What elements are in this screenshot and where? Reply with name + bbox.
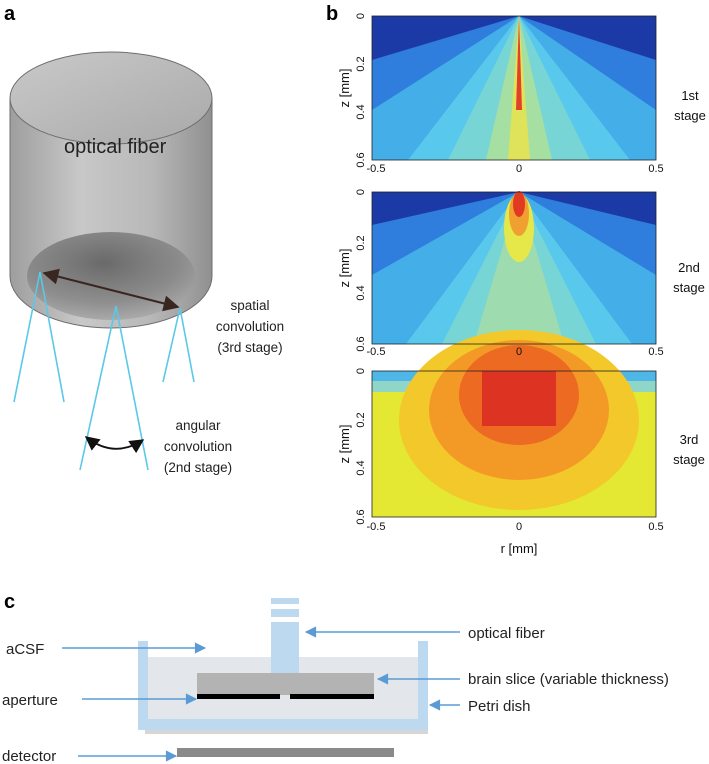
ytick-s1-3: 0.6	[355, 152, 367, 167]
xtick-s3-2: 0.5	[648, 521, 663, 533]
petri-dish-shadow	[145, 730, 428, 734]
brain-slice-label: brain slice (variable thickness)	[468, 671, 669, 688]
stage-1-line-1: 1st	[681, 88, 699, 103]
detector-label: detector	[2, 748, 56, 764]
svg-text:spatial: spatial	[230, 298, 269, 313]
xtick-s3-0: -0.5	[367, 521, 386, 533]
panel-c-labels: aCSF aperture detector optical fiber bra…	[2, 625, 669, 764]
svg-text:(3rd stage): (3rd stage)	[217, 340, 282, 355]
angular-convolution-arrow	[84, 436, 145, 454]
ytick-s1-0: 0	[355, 13, 367, 19]
ytick-s2-2: 0.4	[355, 285, 367, 300]
ytick-s1-1: 0.2	[355, 56, 367, 71]
brain-slice	[197, 673, 374, 695]
panel-a-letter: a	[4, 3, 16, 25]
x-ticks: -0.5 0 0.5 -0.5 0 0.5 -0.5 0 0.5	[367, 163, 664, 533]
fiber-label: optical fiber	[64, 136, 167, 158]
petri-dish-left-wall	[138, 641, 148, 730]
heatmap-s2-red	[513, 191, 525, 217]
ylabel-stage-3: z [mm]	[337, 425, 352, 464]
panel-a: a optical fiber spatial convolution (3rd…	[4, 3, 284, 475]
stage-1-line-2: stage	[674, 108, 706, 123]
acsf-label: aCSF	[6, 641, 44, 658]
ytick-s2-0: 0	[355, 189, 367, 195]
spatial-convolution-arrow	[42, 268, 180, 312]
spatial-convolution-label: spatial convolution (3rd stage)	[216, 298, 284, 355]
svg-text:convolution: convolution	[164, 439, 232, 454]
detector	[177, 748, 394, 757]
stage-2-line-1: 2nd	[678, 260, 700, 275]
stage-labels: 1st stage 2nd stage 3rd stage	[673, 88, 706, 467]
heatmap-s2-band-5	[474, 192, 564, 344]
ytick-s2-3: 0.6	[355, 336, 367, 351]
panel-c: c aCSF aperture det	[2, 591, 669, 764]
heatmap-s1-core	[516, 16, 522, 110]
xtick-s1-2: 0.5	[648, 163, 663, 175]
svg-text:(2nd stage): (2nd stage)	[164, 460, 232, 475]
ytick-s3-3: 0.6	[355, 509, 367, 524]
callout-arrows	[62, 626, 460, 762]
panel-b: b 0 0.2 0.4 0.6 0 0.2 0.4 0.6 0 0.2 0.4 …	[326, 3, 706, 556]
optical-fiber-label: optical fiber	[468, 625, 545, 642]
xtick-s2-0: -0.5	[367, 346, 386, 358]
xtick-s3-1: 0	[516, 521, 522, 533]
xtick-s2-1: 0	[516, 346, 522, 358]
petri-dish-bottom	[138, 719, 428, 730]
svg-text:angular: angular	[175, 418, 221, 433]
ytick-s2-1: 0.2	[355, 235, 367, 250]
y-axis-labels: z [mm] z [mm] z [mm]	[337, 69, 352, 464]
petri-dish-label: Petri dish	[468, 698, 531, 715]
svg-text:convolution: convolution	[216, 319, 284, 334]
stage-3-line-1: 3rd	[680, 432, 699, 447]
axes-frames	[371, 15, 657, 518]
xtick-s1-1: 0	[516, 163, 522, 175]
fiber-cylinder-top	[9, 51, 213, 145]
heatmap-s3-red	[482, 371, 556, 426]
angular-convolution-label: angular convolution (2nd stage)	[164, 418, 232, 475]
x-axis-label: r [mm]	[501, 541, 538, 556]
ytick-s1-2: 0.4	[355, 104, 367, 119]
ytick-s3-0: 0	[355, 368, 367, 374]
panel-c-letter: c	[4, 591, 15, 613]
ytick-s3-2: 0.4	[355, 460, 367, 475]
y-ticks: 0 0.2 0.4 0.6 0 0.2 0.4 0.6 0 0.2 0.4 0.…	[355, 13, 367, 525]
petri-dish-right-wall	[418, 641, 428, 730]
panel-b-letter: b	[326, 3, 338, 25]
fiber-body	[271, 622, 299, 674]
aperture-left	[197, 694, 280, 699]
xtick-s1-0: -0.5	[367, 163, 386, 175]
heatmap-layers	[372, 16, 656, 517]
aperture-right	[290, 694, 374, 699]
ytick-s3-1: 0.2	[355, 412, 367, 427]
fiber-stub-1	[271, 598, 299, 604]
stage-3-line-2: stage	[673, 452, 705, 467]
fiber-stub-2	[271, 609, 299, 617]
ylabel-stage-1: z [mm]	[337, 69, 352, 108]
stage-2-line-2: stage	[673, 280, 705, 295]
aperture-label: aperture	[2, 692, 58, 709]
xtick-s2-2: 0.5	[648, 346, 663, 358]
ylabel-stage-2: z [mm]	[337, 249, 352, 288]
